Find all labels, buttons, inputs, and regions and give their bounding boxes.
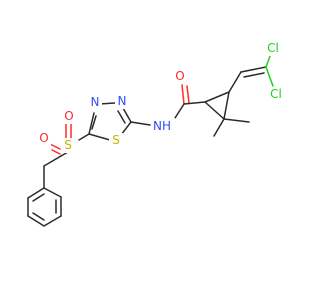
chloro-bond-2: [265, 66, 274, 87]
atom-labels: O NH N N S S O O Cl Cl: [37, 41, 285, 153]
carbonyl-ring-bond: [183, 101, 206, 105]
molecule-diagram: O NH N N S S O O Cl Cl: [27, 41, 285, 227]
atom-label-amide-nh: NH: [153, 119, 171, 133]
sulfonyl-oxygen-bonds: [49, 123, 72, 155]
vinyl-bond: [228, 71, 242, 93]
benzene-ring: [27, 187, 62, 227]
benzyl-bond-2: [43, 155, 62, 167]
atom-label-chlorine-1: Cl: [267, 41, 279, 55]
cyclopropane-ring: [204, 91, 230, 120]
atom-label-sulfonyl-o1: O: [64, 109, 73, 123]
carbonyl-bond: [181, 84, 190, 105]
atom-label-sulfonyl-o2: O: [39, 131, 48, 145]
atom-label-thiadiazole-s: S: [112, 133, 120, 147]
atom-label-chlorine-2: Cl: [270, 87, 282, 101]
nh-carbonyl-bond: [174, 103, 185, 119]
atom-label-thiadiazole-n1: N: [91, 95, 100, 109]
vinyl-double-bond: [240, 66, 267, 78]
methyl-bond-2: [223, 118, 250, 123]
atom-label-carbonyl-o: O: [175, 69, 184, 83]
chloro-bond-1: [265, 55, 271, 68]
thiadiazole-nh-bond: [130, 121, 151, 126]
atom-label-sulfonyl-s: S: [64, 138, 72, 152]
methyl-bond-1: [213, 118, 225, 137]
sulfonyl-thiadiazole-bond: [78, 133, 90, 141]
atom-label-thiadiazole-n2: N: [118, 94, 127, 108]
structure-svg: O NH N N S S O O Cl Cl: [27, 41, 285, 227]
